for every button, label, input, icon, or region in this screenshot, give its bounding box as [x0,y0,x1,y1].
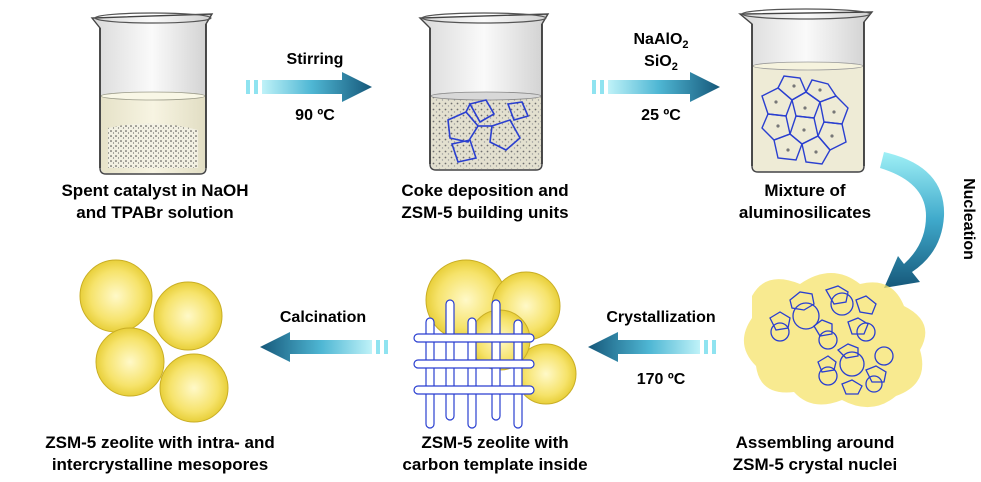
arrow-4-bottom-label: 170 ºC [636,371,686,388]
step-3-line-2: aluminosilicates [738,203,872,222]
sio2-text: SiO [644,53,672,70]
arrow-3-nucleation [880,152,945,288]
step-4-line-2: ZSM-5 crystal nuclei [732,455,898,474]
step-4-line-1: Assembling around [735,433,895,452]
crystal-nuclei-cluster [743,273,926,408]
arrow-5 [260,332,388,362]
beaker-2 [418,12,550,171]
naalo2-text: NaAlO [633,31,683,48]
step-1-line-2: and TPABr solution [76,203,234,222]
arrow-4 [588,332,716,362]
zeolite-with-carbon-template [413,259,577,429]
arrow-1 [246,72,372,102]
step-2-line-1: Coke deposition and [401,181,569,200]
arrow-2-top-label-2: SiO2 [606,52,716,77]
arrow-2-bottom-label: 25 ºC [641,107,681,124]
step-1-line-1: Spent catalyst in NaOH [61,181,249,200]
step-6-line-1: ZSM-5 zeolite with intra- and [45,433,275,452]
step-5-label: ZSM-5 zeolite with carbon template insid… [370,432,620,476]
arrow-2-top-label-1: NaAlO2 [606,30,716,55]
step-5-line-1: ZSM-5 zeolite with [421,433,569,452]
arrow-1-top-label: Stirring [286,51,344,68]
beaker-1 [90,12,214,175]
step-4-label: Assembling around ZSM-5 crystal nuclei [690,432,940,476]
arrow-4-top-label: Crystallization [606,309,716,326]
beaker-3 [738,8,874,173]
sio2-subscript: 2 [671,61,678,74]
step-5-line-2: carbon template inside [402,455,588,474]
arrow-5-top-label: Calcination [279,309,367,326]
step-2-label: Coke deposition and ZSM-5 building units [340,180,630,224]
step-2-line-2: ZSM-5 building units [401,203,569,222]
calcined-zeolite-particles [79,259,229,423]
step-3-line-1: Mixture of [764,181,846,200]
arrow-1-bottom-label: 90 ºC [295,107,335,124]
arrow-3-label: Nucleation [960,178,977,260]
arrow-2 [592,72,720,102]
naalo2-subscript: 2 [682,39,689,52]
step-1-label: Spent catalyst in NaOH and TPABr solutio… [0,180,310,224]
step-6-line-2: intercrystalline mesopores [51,455,269,474]
step-6-label: ZSM-5 zeolite with intra- and intercryst… [0,432,320,476]
step-3-label: Mixture of aluminosilicates [700,180,910,224]
